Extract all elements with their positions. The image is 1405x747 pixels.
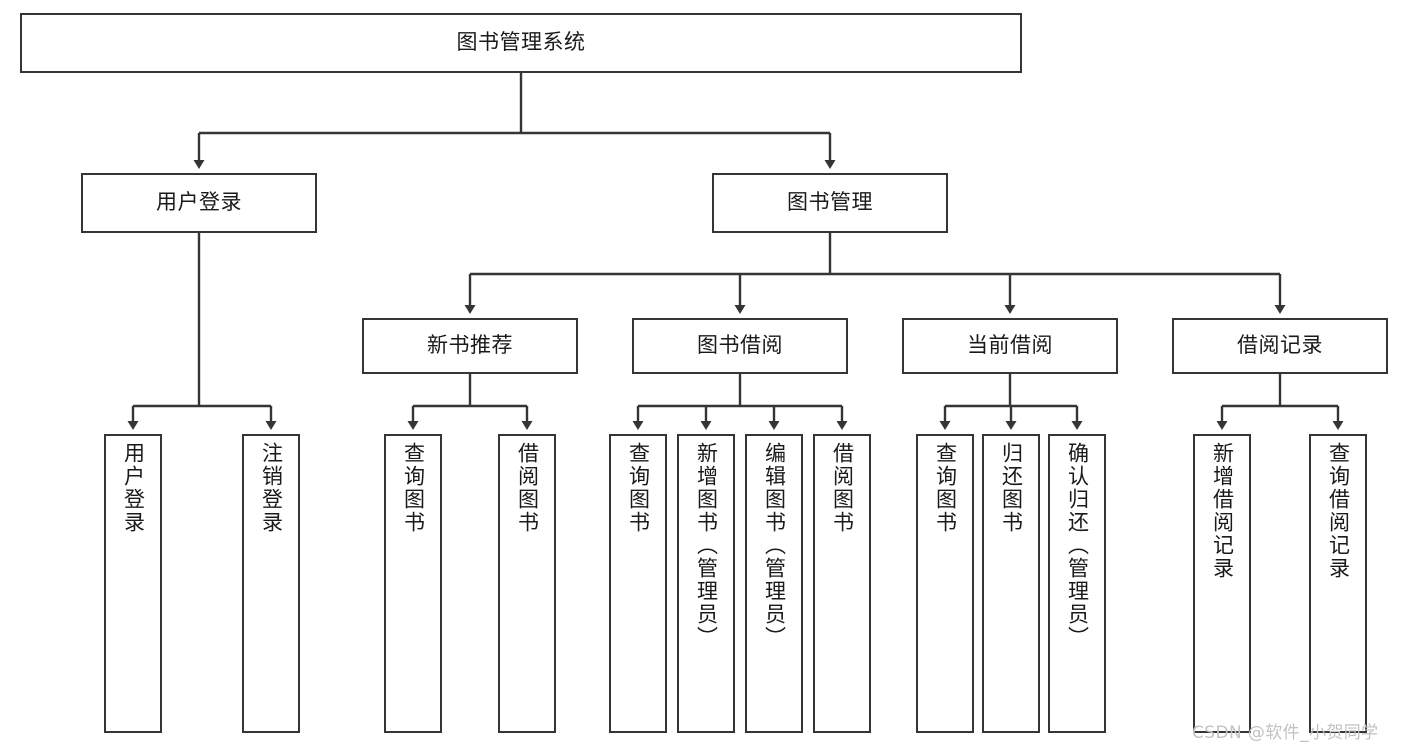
node-label: 新书推荐: [427, 333, 513, 358]
leaf-borrow-book-2[interactable]: 借阅图书: [813, 434, 871, 733]
node-book-management-system[interactable]: 图书管理系统: [20, 13, 1022, 73]
leaf-user-login[interactable]: 用户登录: [104, 434, 162, 733]
node-label: 新增图书（管理员）: [694, 442, 719, 649]
leaf-query-book-2[interactable]: 查询图书: [609, 434, 667, 733]
leaf-add-record[interactable]: 新增借阅记录: [1193, 434, 1251, 733]
node-current-borrow[interactable]: 当前借阅: [902, 318, 1118, 374]
node-label: 编辑图书（管理员）: [762, 442, 787, 649]
node-label: 新增借阅记录: [1210, 442, 1235, 580]
node-label: 确认归还（管理员）: [1065, 442, 1090, 649]
node-label: 借阅图书: [830, 442, 855, 534]
node-book-borrow[interactable]: 图书借阅: [632, 318, 848, 374]
leaf-borrow-book-1[interactable]: 借阅图书: [498, 434, 556, 733]
node-book-management[interactable]: 图书管理: [712, 173, 948, 233]
leaf-return-book[interactable]: 归还图书: [982, 434, 1040, 733]
node-label: 用户登录: [121, 442, 146, 534]
node-label: 查询借阅记录: [1326, 442, 1351, 580]
node-label: 归还图书: [999, 442, 1024, 534]
node-label: 图书管理系统: [456, 30, 586, 55]
node-user-login[interactable]: 用户登录: [81, 173, 317, 233]
leaf-query-book-1[interactable]: 查询图书: [384, 434, 442, 733]
node-label: 查询图书: [401, 442, 426, 534]
leaf-add-book[interactable]: 新增图书（管理员）: [677, 434, 735, 733]
node-label: 查询图书: [626, 442, 651, 534]
node-new-book-recommend[interactable]: 新书推荐: [362, 318, 578, 374]
node-label: 注销登录: [259, 442, 284, 534]
node-label: 查询图书: [933, 442, 958, 534]
node-label: 图书管理: [787, 190, 873, 215]
node-label: 图书借阅: [697, 333, 783, 358]
leaf-query-record[interactable]: 查询借阅记录: [1309, 434, 1367, 733]
node-label: 当前借阅: [967, 333, 1053, 358]
watermark: CSDN @软件_小贺同学: [1192, 723, 1379, 743]
leaf-edit-book[interactable]: 编辑图书（管理员）: [745, 434, 803, 733]
leaf-query-book-3[interactable]: 查询图书: [916, 434, 974, 733]
leaf-confirm-return[interactable]: 确认归还（管理员）: [1048, 434, 1106, 733]
node-label: 借阅记录: [1237, 333, 1323, 358]
leaf-logout-login[interactable]: 注销登录: [242, 434, 300, 733]
node-borrow-record[interactable]: 借阅记录: [1172, 318, 1388, 374]
node-label: 用户登录: [156, 190, 242, 215]
node-label: 借阅图书: [515, 442, 540, 534]
